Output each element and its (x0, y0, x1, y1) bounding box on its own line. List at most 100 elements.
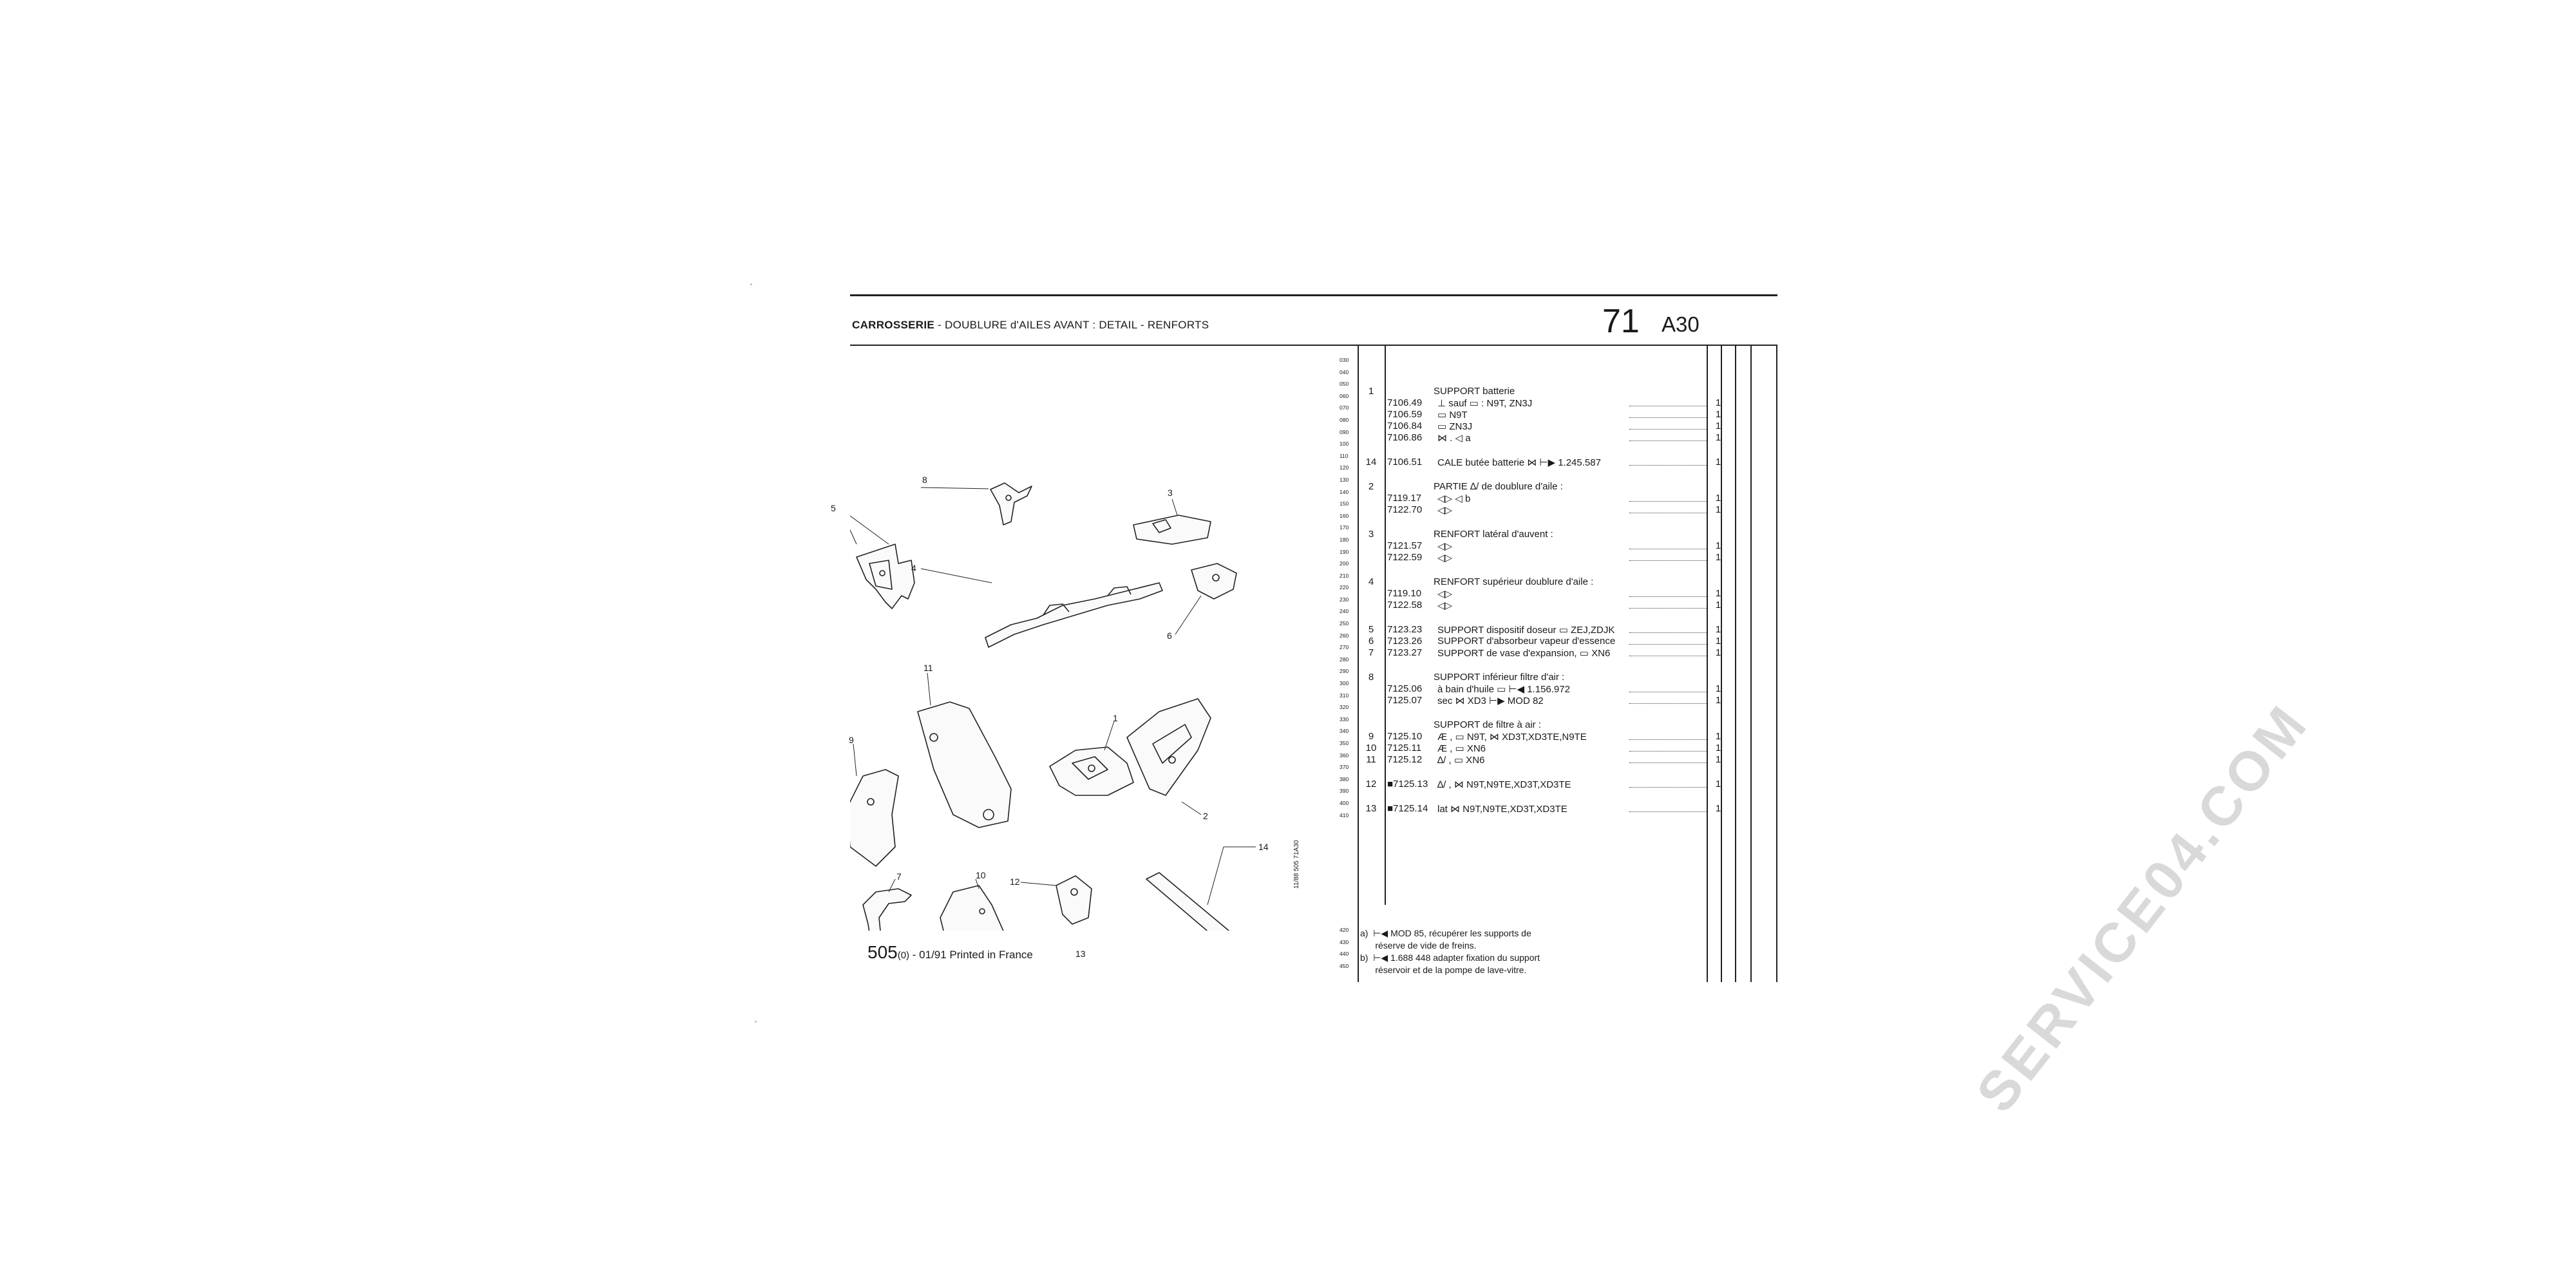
ref-number: 4 (1368, 576, 1374, 587)
table-row: SUPPORT de filtre à air : (1359, 719, 1784, 731)
line-number: 070 (1340, 404, 1349, 412)
part-description: ◁▷ (1437, 600, 1453, 611)
part-description: ⊥ sauf ▭ : N9T, ZN3J (1437, 398, 1533, 409)
line-number: 270 (1340, 644, 1349, 651)
ref-number: 11 (1366, 754, 1376, 765)
line-number: 310 (1340, 692, 1349, 699)
part-code: 7125.11 (1387, 743, 1422, 753)
col-rule-7 (1776, 346, 1777, 982)
line-number: 140 (1340, 488, 1349, 495)
parts-drawing (840, 482, 1256, 967)
quantity: 1 (1715, 493, 1721, 504)
quantity: 1 (1715, 779, 1721, 790)
line-number: 420 (1340, 927, 1349, 933)
line-number: 410 (1340, 811, 1349, 819)
quantity: 1 (1715, 552, 1721, 563)
part-code: 7122.59 (1387, 552, 1423, 563)
leader-dots (1629, 644, 1707, 645)
ref-number: 6 (1368, 636, 1374, 647)
part-description: sec ⋈ XD3 ⊢▶ MOD 82 (1437, 696, 1544, 706)
part-code: 7119.10 (1387, 588, 1422, 599)
line-number: 120 (1340, 464, 1349, 471)
ref-number: 1 (1368, 386, 1374, 397)
label-3: 3 (1168, 488, 1173, 498)
part-code: 7106.84 (1387, 421, 1423, 431)
part-description: ◁▷ (1437, 589, 1453, 600)
quantity: 1 (1715, 409, 1721, 420)
part-description: SUPPORT de vase d'expansion, ▭ XN6 (1437, 648, 1611, 659)
top-rule (850, 294, 1777, 296)
part-description: ∆/ , ▭ XN6 (1437, 755, 1485, 766)
part-description: SUPPORT dispositif doseur ▭ ZEJ,ZDJK (1437, 625, 1615, 636)
table-row: 7106.59 ▭ N9T 1 (1359, 409, 1784, 421)
quantity: 1 (1715, 600, 1721, 611)
table-row: 7122.59◁▷1 (1359, 552, 1784, 564)
leader-dots (1629, 417, 1707, 418)
part-code: 7122.58 (1387, 600, 1423, 611)
label-1: 1 (1113, 713, 1118, 723)
part-description: ▭ N9T (1437, 410, 1468, 421)
line-number: 440 (1340, 951, 1349, 958)
part-4 (920, 568, 1163, 648)
col-rule-5 (1735, 346, 1736, 982)
line-number: 330 (1340, 715, 1349, 723)
line-number: 260 (1340, 632, 1349, 639)
quantity: 1 (1715, 504, 1721, 515)
ref-number: 10 (1365, 743, 1377, 753)
part-7 (862, 878, 912, 954)
leader-dots (1629, 703, 1707, 704)
line-number: 430 (1340, 938, 1349, 945)
line-number: 400 (1340, 799, 1349, 806)
page-code: A30 (1662, 312, 1700, 336)
table-row: 7122.58 ◁▷ 1 (1359, 600, 1784, 611)
line-number: 390 (1340, 788, 1349, 795)
ref-number: 3 (1368, 529, 1374, 540)
line-number: 280 (1340, 656, 1349, 663)
col-rule-3 (1707, 346, 1708, 982)
col-rule-6 (1750, 346, 1752, 982)
part-description: SUPPORT de filtre à air : (1434, 719, 1542, 730)
part-code: 7106.59 (1387, 409, 1423, 420)
part-code: 7119.17 (1387, 493, 1422, 504)
part-code: ■7125.14 (1387, 803, 1428, 814)
line-number: 320 (1340, 704, 1349, 711)
leader-dots (1629, 501, 1707, 502)
part-description: ⋈ . ◁ a (1437, 433, 1471, 444)
ref-number: 14 (1365, 457, 1377, 468)
quantity: 1 (1715, 540, 1721, 551)
scan-speck (750, 283, 752, 285)
ref-number: 7 (1368, 647, 1374, 658)
header-rule (850, 345, 1777, 346)
line-number: 100 (1340, 440, 1349, 448)
part-code: 7125.10 (1387, 731, 1423, 742)
line-number: 150 (1340, 500, 1349, 507)
label-8: 8 (922, 475, 927, 485)
quantity: 1 (1715, 743, 1721, 753)
line-number: 050 (1340, 381, 1349, 388)
label-7: 7 (896, 871, 902, 882)
part-code: 7121.57 (1387, 540, 1423, 551)
line-number: 130 (1340, 476, 1349, 483)
part-description: PARTIE ∆/ de doublure d'aile : (1434, 481, 1563, 492)
footnote-line: réserve de vide de freins. (1360, 940, 1477, 951)
part-14 (1146, 846, 1256, 951)
part-description: RENFORT latéral d'auvent : (1434, 529, 1553, 540)
ref-number: 9 (1368, 731, 1374, 742)
part-description: ◁▷ (1437, 541, 1453, 552)
line-number: 180 (1340, 536, 1349, 543)
footnote-line: b) ⊢◀ 1.688 448 adapter fixation du supp… (1360, 952, 1540, 963)
quantity: 1 (1715, 624, 1721, 635)
quantity: 1 (1715, 803, 1721, 814)
line-number: 360 (1340, 752, 1349, 759)
line-number: 220 (1340, 584, 1349, 591)
